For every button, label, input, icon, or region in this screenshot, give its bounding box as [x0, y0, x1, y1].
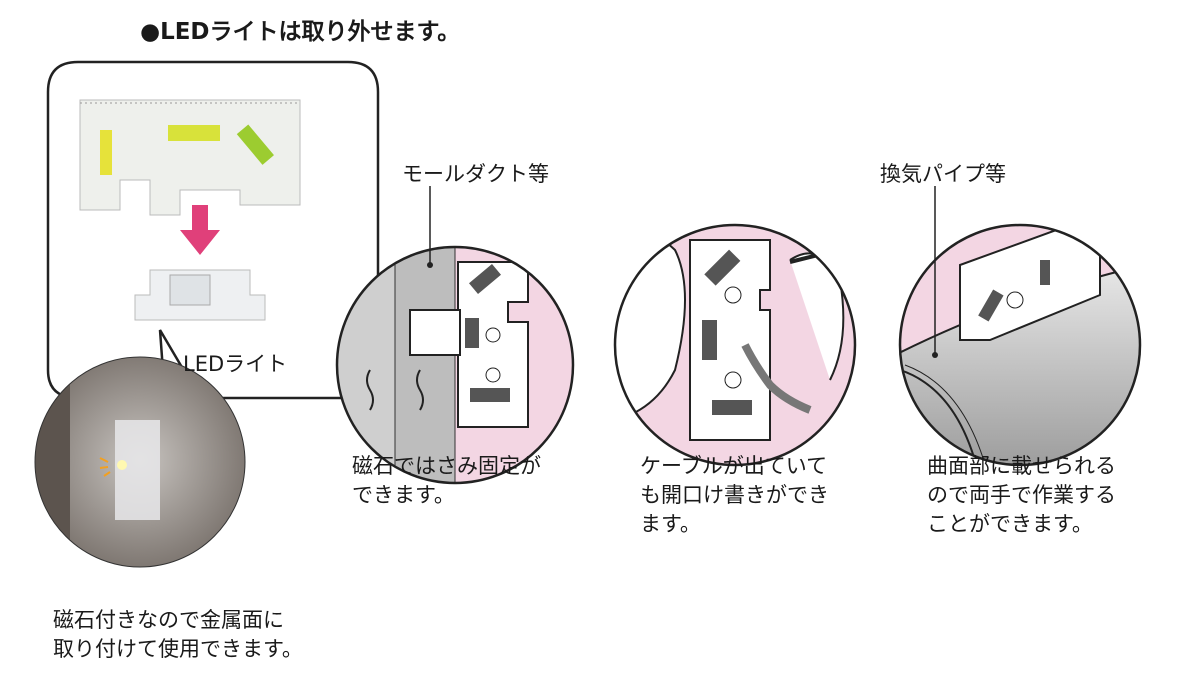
- panel-3-label: 換気パイプ等: [880, 162, 1006, 186]
- panel-3-caption: 曲面部に載せられる ので両手で作業する ことができます。: [927, 454, 1116, 536]
- panel-2-caption: ケーブルが出ていて も開口け書きができ ます。: [640, 454, 829, 536]
- led-light-label: LEDライト: [183, 352, 288, 376]
- level-tool-image: [79, 99, 301, 216]
- magnet-caption: 磁石付きなので金属面に 取り付けて使用できます。: [53, 608, 303, 661]
- panel-1-illustration: [335, 186, 575, 485]
- led-detail-box: [46, 60, 380, 400]
- section-title: ●LEDライトは取り外せます。: [140, 19, 461, 45]
- panel-2-illustration: [613, 223, 857, 467]
- panel-1-label: モールダクト等: [402, 162, 549, 186]
- down-arrow-icon: [180, 205, 220, 255]
- panel-1-caption: 磁石ではさみ固定が できます。: [352, 454, 541, 507]
- led-light-image: [134, 269, 266, 321]
- panel-3-illustration: [898, 186, 1142, 467]
